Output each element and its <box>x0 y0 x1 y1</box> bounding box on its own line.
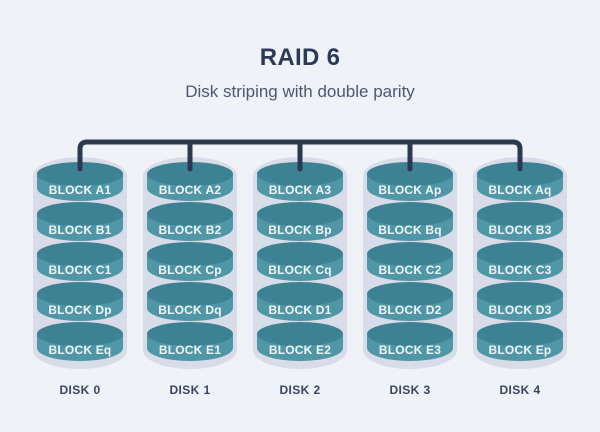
block-label: BLOCK B3 <box>488 223 552 237</box>
disk-block: BLOCK D2 <box>367 282 453 321</box>
block-label: BLOCK Eq <box>48 343 112 357</box>
block-label: BLOCK Cp <box>158 263 222 277</box>
block-label: BLOCK Aq <box>488 183 552 197</box>
block-label: BLOCK E2 <box>268 343 332 357</box>
disk-block: BLOCK E1 <box>147 322 233 361</box>
block-label: BLOCK B1 <box>48 223 112 237</box>
disk-label: DISK 3 <box>389 383 431 397</box>
disk-column: BLOCK A1 BLOCK B1 BLOCK C1 BLOCK Dp BLOC… <box>33 157 127 397</box>
block-label: BLOCK E3 <box>378 343 442 357</box>
disk-cylinder: BLOCK A2 BLOCK B2 BLOCK Cp BLOCK Dq BLOC… <box>143 157 237 369</box>
block-label: BLOCK C2 <box>378 263 442 277</box>
disk-block: BLOCK B1 <box>37 202 123 241</box>
block-label: BLOCK Cq <box>268 263 332 277</box>
block-label: BLOCK Dq <box>158 303 222 317</box>
block-label: BLOCK C3 <box>488 263 552 277</box>
disk-block: BLOCK Dq <box>147 282 233 321</box>
block-label: BLOCK B2 <box>158 223 222 237</box>
disk-cylinder: BLOCK A3 BLOCK Bp BLOCK Cq BLOCK D1 BLOC… <box>253 157 347 369</box>
disk-row: BLOCK A1 BLOCK B1 BLOCK C1 BLOCK Dp BLOC… <box>0 157 600 397</box>
disk-block: BLOCK C2 <box>367 242 453 281</box>
block-label: BLOCK C1 <box>48 263 112 277</box>
page-subtitle: Disk striping with double parity <box>185 82 415 101</box>
disk-block: BLOCK E2 <box>257 322 343 361</box>
disk-column: BLOCK Ap BLOCK Bq BLOCK C2 BLOCK D2 BLOC… <box>363 157 457 397</box>
disk-block: BLOCK Bp <box>257 202 343 241</box>
block-label: BLOCK Ap <box>378 183 442 197</box>
disk-column: BLOCK A3 BLOCK Bp BLOCK Cq BLOCK D1 BLOC… <box>253 157 347 397</box>
block-label: BLOCK A2 <box>158 183 222 197</box>
disk-label: DISK 2 <box>279 383 321 397</box>
disk-label: DISK 0 <box>59 383 101 397</box>
disk-block: BLOCK E3 <box>367 322 453 361</box>
disk-label: DISK 1 <box>169 383 211 397</box>
page-title: RAID 6 <box>259 44 341 71</box>
disk-block: BLOCK A2 <box>147 162 233 201</box>
disk-block: BLOCK Bq <box>367 202 453 241</box>
disk-block: BLOCK Dp <box>37 282 123 321</box>
disk-block: BLOCK D3 <box>477 282 563 321</box>
block-label: BLOCK Ep <box>488 343 552 357</box>
disk-column: BLOCK Aq BLOCK B3 BLOCK C3 BLOCK D3 BLOC… <box>473 157 567 397</box>
disk-block: BLOCK Cq <box>257 242 343 281</box>
disk-block: BLOCK D1 <box>257 282 343 321</box>
disk-block: BLOCK A1 <box>37 162 123 201</box>
block-label: BLOCK A3 <box>268 183 332 197</box>
disk-cylinder: BLOCK Ap BLOCK Bq BLOCK C2 BLOCK D2 BLOC… <box>363 157 457 369</box>
disk-block: BLOCK C3 <box>477 242 563 281</box>
disk-label: DISK 4 <box>499 383 541 397</box>
block-label: BLOCK D3 <box>488 303 552 317</box>
block-label: BLOCK D2 <box>378 303 442 317</box>
block-label: BLOCK E1 <box>158 343 222 357</box>
disk-block: BLOCK C1 <box>37 242 123 281</box>
disk-block: BLOCK B2 <box>147 202 233 241</box>
disk-block: BLOCK Aq <box>477 162 563 201</box>
disk-block: BLOCK Ep <box>477 322 563 361</box>
block-label: BLOCK Bp <box>268 223 332 237</box>
disk-block: BLOCK Ap <box>367 162 453 201</box>
disk-column: BLOCK A2 BLOCK B2 BLOCK Cp BLOCK Dq BLOC… <box>143 157 237 397</box>
disk-block: BLOCK A3 <box>257 162 343 201</box>
disk-block: BLOCK Cp <box>147 242 233 281</box>
disk-block: BLOCK Eq <box>37 322 123 361</box>
block-label: BLOCK D1 <box>268 303 332 317</box>
disk-block: BLOCK B3 <box>477 202 563 241</box>
block-label: BLOCK Bq <box>378 223 442 237</box>
disk-cylinder: BLOCK A1 BLOCK B1 BLOCK C1 BLOCK Dp BLOC… <box>33 157 127 369</box>
disk-cylinder: BLOCK Aq BLOCK B3 BLOCK C3 BLOCK D3 BLOC… <box>473 157 567 369</box>
block-label: BLOCK A1 <box>48 183 112 197</box>
block-label: BLOCK Dp <box>48 303 112 317</box>
